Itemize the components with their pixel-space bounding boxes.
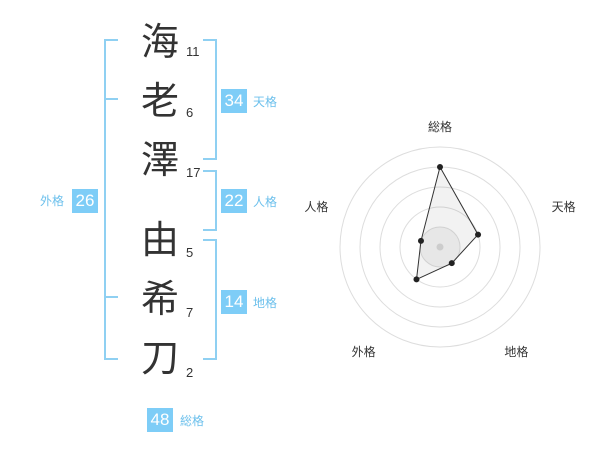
chikaku-bracket: [203, 239, 217, 360]
stroke-count: 5: [186, 245, 194, 260]
surname-character: 老: [140, 79, 179, 123]
radar-axis-label: 外格: [352, 344, 376, 359]
chikaku-value-badge: 14: [221, 290, 247, 314]
jinkaku-label: 人格: [253, 195, 278, 209]
surname-character: 海: [140, 20, 179, 64]
radar-point: [475, 231, 482, 238]
given-name-character: 由: [140, 218, 179, 262]
gaikaku-value-badge: 26: [72, 189, 98, 213]
stroke-count: 7: [186, 305, 194, 320]
tenkaku-label: 天格: [253, 95, 278, 109]
radar-center-dot: [436, 243, 444, 251]
radar-axis-label: 人格: [304, 199, 328, 214]
jinkaku-value-badge: 22: [221, 189, 247, 213]
soukaku-label: 総格: [180, 414, 205, 428]
radar-series-polygon: [415, 165, 479, 281]
given-name-character: 希: [140, 277, 179, 321]
radar-ring: [399, 206, 481, 288]
gaikaku-label: 外格: [40, 194, 65, 208]
jinkaku-bracket: [203, 170, 217, 231]
stroke-count: 17: [186, 165, 201, 180]
radar-axis-label: 地格: [504, 344, 528, 359]
gaikaku-bracket-tick: [104, 296, 118, 298]
tenkaku-bracket: [203, 39, 217, 160]
radar-point: [413, 276, 420, 283]
radar-point: [448, 260, 455, 267]
radar-axis-label: 総格: [428, 119, 452, 134]
stroke-count: 6: [186, 105, 194, 120]
gaikaku-bracket-tick: [104, 98, 118, 100]
tenkaku-value-badge: 34: [221, 89, 247, 113]
gaikaku-bracket: [104, 39, 118, 360]
radar-ring: [339, 146, 541, 348]
surname-character: 澤: [140, 138, 179, 182]
radar-ring: [379, 186, 501, 308]
chikaku-label: 地格: [253, 296, 278, 310]
radar-axis-label: 天格: [552, 199, 576, 214]
radar-point: [437, 164, 443, 170]
stroke-count: 2: [186, 365, 194, 380]
given-name-character: 刀: [140, 336, 179, 380]
radar-point: [417, 237, 424, 244]
stroke-count: 11: [186, 44, 200, 59]
soukaku-value-badge: 48: [147, 408, 173, 432]
